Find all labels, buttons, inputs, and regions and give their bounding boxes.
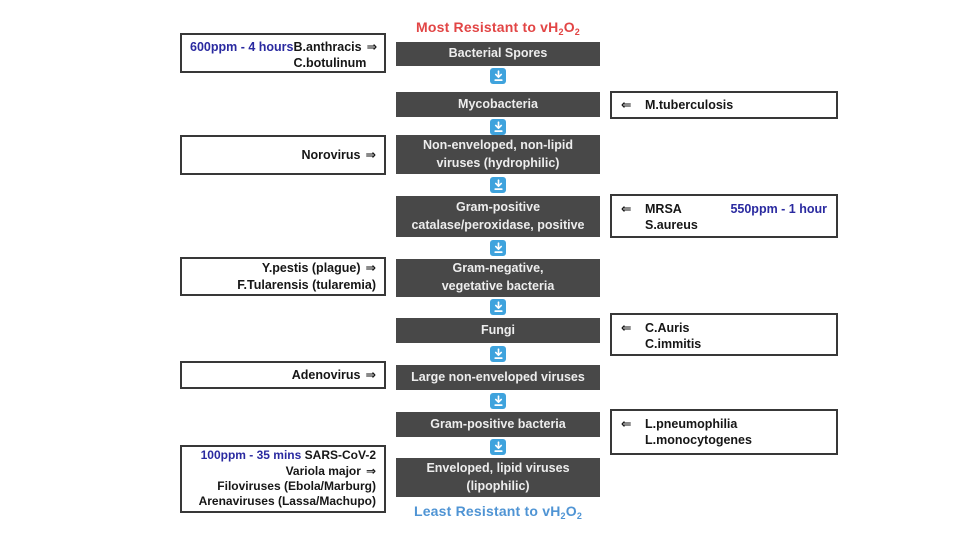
down-arrow-icon xyxy=(490,177,506,193)
title-subscript: 2 xyxy=(558,27,564,37)
organism-label: C.Auris xyxy=(645,321,690,335)
step-mycobacteria: Mycobacteria xyxy=(396,92,600,117)
step-gram-positive-catalase: Gram-positive catalase/peroxidase, positi… xyxy=(396,196,600,237)
step-label: Bacterial Spores xyxy=(448,46,548,61)
left-double-arrow-icon: ⇐ xyxy=(621,97,632,112)
organism-label: Norovirus xyxy=(301,147,361,162)
down-arrow-icon xyxy=(490,393,506,409)
right-double-arrow-icon: ⇒ xyxy=(365,261,376,276)
organism-label: M.tuberculosis xyxy=(645,97,734,112)
step-label: Non-enveloped, non-lipid xyxy=(423,137,573,152)
left-double-arrow-icon: ⇐ xyxy=(621,417,632,431)
organism-label: Arenaviruses (Lassa/Machupo) xyxy=(198,494,376,509)
organism-label: Variola major xyxy=(285,463,361,478)
step-label: Enveloped, lipid viruses xyxy=(426,460,570,475)
footer-subscript: 2 xyxy=(560,511,566,521)
step-label: Gram-positive bacteria xyxy=(430,416,566,431)
organism-label: S.aureus xyxy=(645,218,698,233)
note-yersinia-pestis: Y.pestis (plague) ⇒ F.Tularensis (tularem… xyxy=(180,257,386,296)
step-gram-negative-vegetative: Gram-negative, vegetative bacteria xyxy=(396,259,600,297)
organism-label: Y.pestis (plague) xyxy=(261,261,361,276)
page-title: Most Resistant to vH2O2 xyxy=(376,19,620,37)
step-label: Gram-positive xyxy=(455,199,541,214)
note-bacillus-anthracis: 600ppm - 4 hours B.anthracis ⇒ C.botulinu… xyxy=(180,33,386,73)
organism-label: Adenovirus xyxy=(291,367,361,382)
down-arrow-icon xyxy=(490,299,506,315)
organism-label: L.monocytogenes xyxy=(645,433,752,448)
note-norovirus: Norovirus ⇒ xyxy=(180,135,386,175)
footer-text: O xyxy=(565,503,577,519)
step-non-enveloped-viruses: Non-enveloped, non-lipid viruses (hydroph… xyxy=(396,135,600,174)
step-large-non-enveloped-viruses: Large non-enveloped viruses xyxy=(396,365,600,390)
organism-label: SARS-CoV-2 xyxy=(304,448,376,463)
title-subscript: 2 xyxy=(574,27,580,37)
note-mrsa: ⇐ MRSA S.aureus 550ppm - 1 hour xyxy=(610,194,838,238)
left-double-arrow-icon: ⇐ xyxy=(621,321,632,335)
step-gram-positive-bacteria: Gram-positive bacteria xyxy=(396,412,600,437)
step-label: Gram-negative, xyxy=(452,261,544,276)
organism-label: F.Tularensis (tularemia) xyxy=(237,277,376,292)
note-sars-cov-2: 100ppm - 35 mins SARS-CoV-2 Variola majo… xyxy=(180,445,386,513)
down-arrow-icon xyxy=(490,346,506,362)
note-m-tuberculosis: ⇐ M.tuberculosis xyxy=(610,91,838,119)
note-c-auris: ⇐ C.Auris C.immitis xyxy=(610,313,838,356)
step-fungi: Fungi xyxy=(396,318,600,343)
step-label: Fungi xyxy=(480,322,515,337)
right-double-arrow-icon: ⇒ xyxy=(365,147,376,162)
right-double-arrow-icon: ⇒ xyxy=(365,367,376,382)
organism-label: MRSA xyxy=(645,202,682,216)
organism-label: B.anthracis xyxy=(293,40,362,54)
right-double-arrow-icon: ⇒ xyxy=(366,40,378,54)
title-text: O xyxy=(563,19,575,35)
right-double-arrow-icon: ⇒ xyxy=(365,463,376,478)
step-bacterial-spores: Bacterial Spores xyxy=(396,42,600,66)
dose-label: 550ppm - 1 hour xyxy=(730,202,827,216)
organism-label: C.immitis xyxy=(645,337,702,352)
down-arrow-icon xyxy=(490,68,506,84)
step-label: Mycobacteria xyxy=(458,96,538,111)
down-arrow-icon xyxy=(490,240,506,256)
footer-caption: Least Resistant to vH2O2 xyxy=(376,503,620,521)
step-enveloped-lipid-viruses: Enveloped, lipid viruses (lipophilic) xyxy=(396,458,600,497)
organism-label: C.botulinum xyxy=(293,56,367,71)
dose-label: 100ppm - 35 mins xyxy=(200,448,302,463)
step-label: Large non-enveloped viruses xyxy=(411,369,585,384)
step-label: (lipophilic) xyxy=(466,478,530,493)
down-arrow-icon xyxy=(490,119,506,135)
note-l-pneumophilia: ⇐ L.pneumophilia L.monocytogenes xyxy=(610,409,838,455)
footer-text: Least Resistant to vH xyxy=(413,503,561,519)
left-double-arrow-icon: ⇐ xyxy=(621,202,632,216)
dose-label: 600ppm - 4 hours xyxy=(190,40,294,54)
organism-label: L.pneumophilia xyxy=(645,417,738,431)
note-adenovirus: Adenovirus ⇒ xyxy=(180,361,386,389)
organism-label: Filoviruses (Ebola/Marburg) xyxy=(217,479,376,493)
step-label: vegetative bacteria xyxy=(441,279,555,293)
title-text: Most Resistant to vH xyxy=(416,19,559,35)
down-arrow-icon xyxy=(490,439,506,455)
footer-subscript: 2 xyxy=(576,511,583,521)
step-label: viruses (hydrophilic) xyxy=(436,155,560,170)
step-label: catalase/peroxidase, positive xyxy=(411,217,585,232)
